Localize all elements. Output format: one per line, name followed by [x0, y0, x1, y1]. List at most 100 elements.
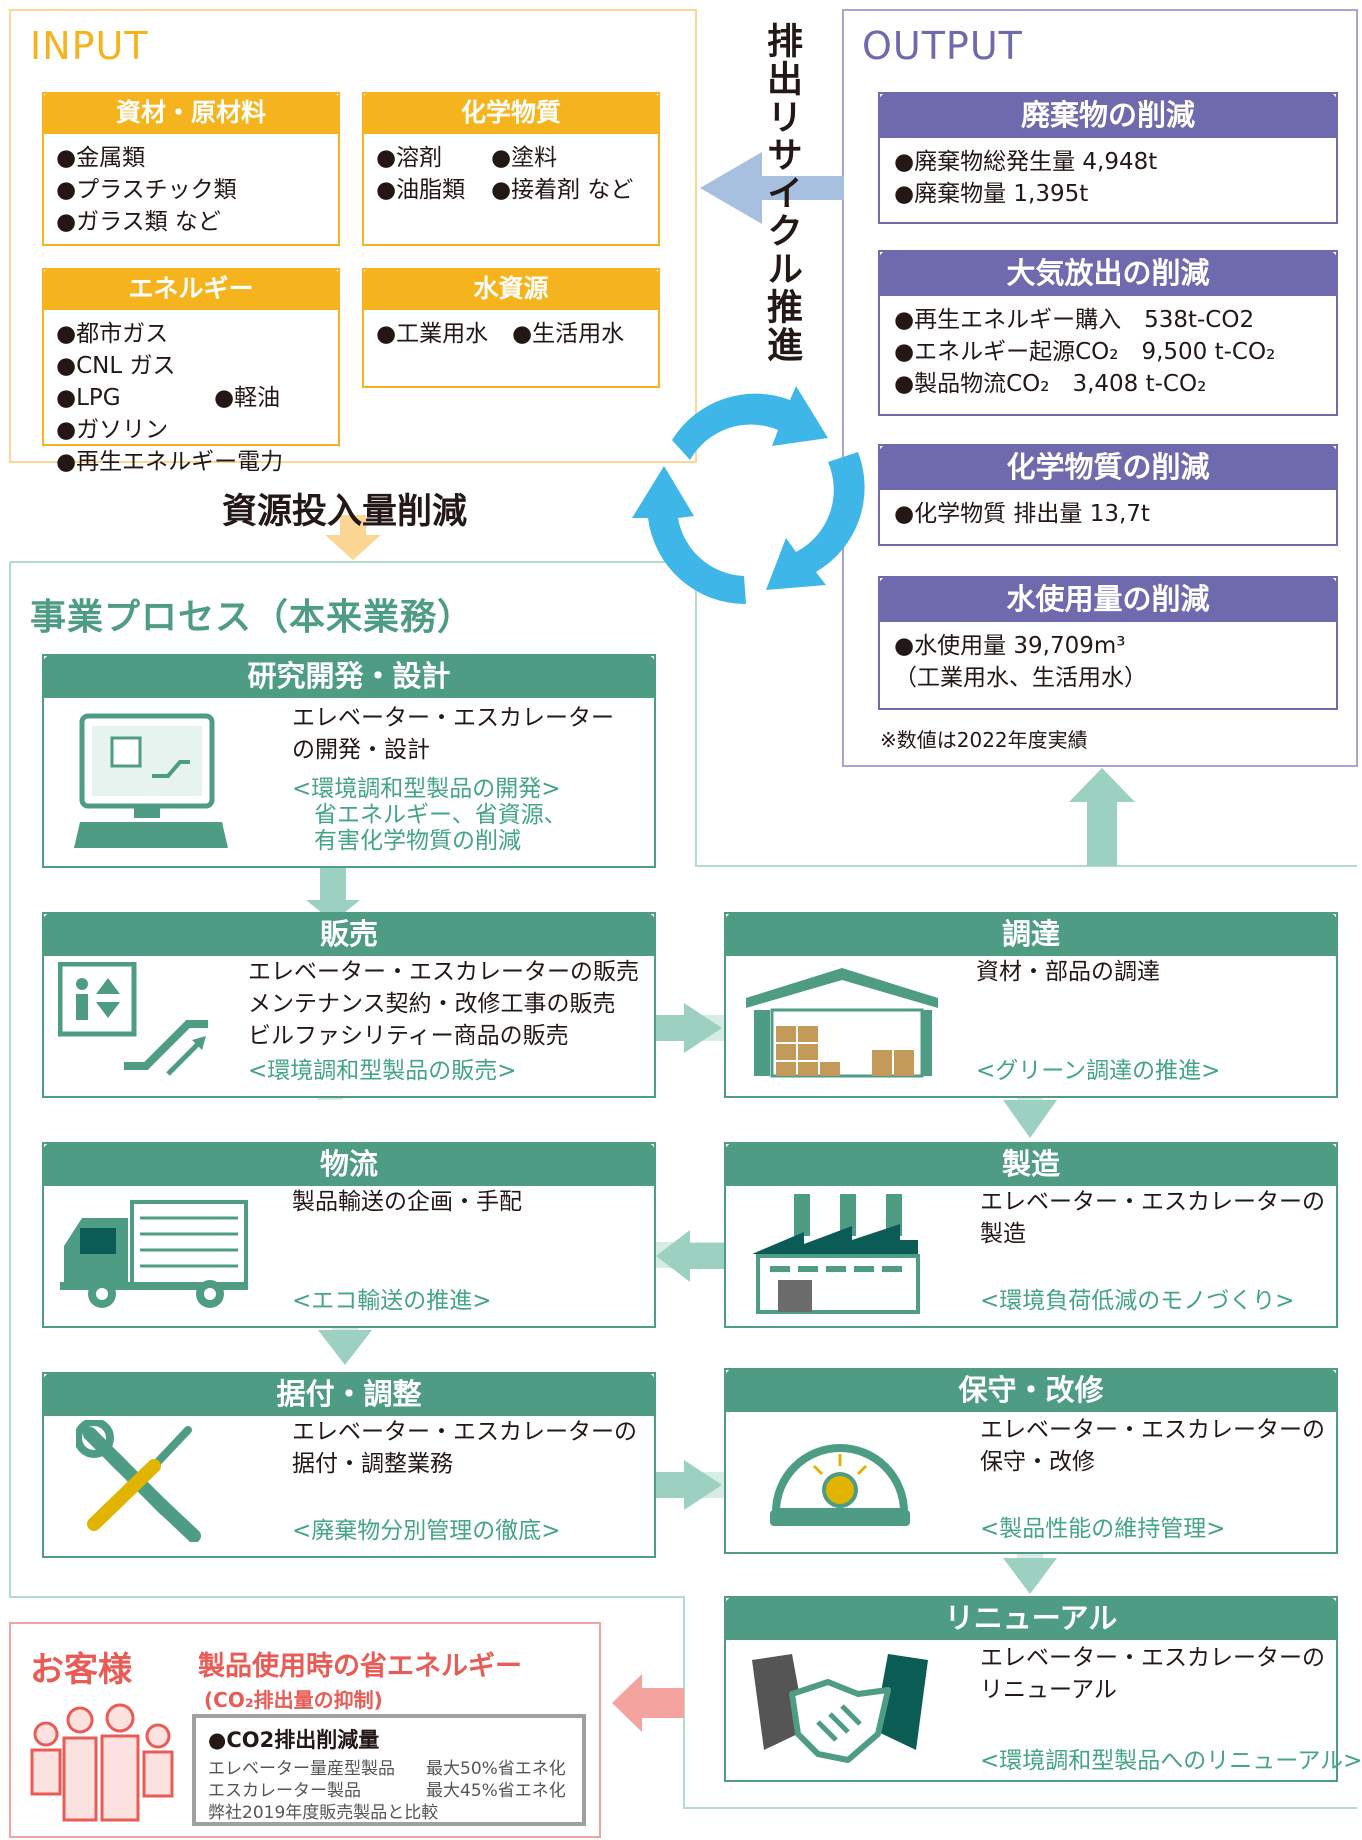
step-note: <廃棄物分別管理の徹底>	[292, 1518, 561, 1544]
step-title: 販売	[42, 912, 656, 956]
output-note: ※数値は2022年度実績	[880, 728, 1088, 752]
input-box-title: 資材・原材料	[42, 92, 340, 134]
output-box-waste: 廃棄物の削減 ●廃棄物総発生量 4,948t ●廃棄物量 1,395t	[878, 92, 1338, 224]
input-box-title: 化学物質	[362, 92, 660, 134]
step-text: リニューアル	[980, 1677, 1117, 1703]
customer-subheading: (CO₂排出量の抑制)	[204, 1688, 383, 1712]
step-title: 据付・調整	[42, 1372, 656, 1416]
input-item: ●ガソリン	[56, 417, 169, 443]
input-flow-label: 資源投入量削減	[222, 492, 468, 532]
output-box-title: 廃棄物の削減	[878, 92, 1338, 138]
input-item: ●軽油	[214, 385, 281, 411]
step-note: <環境負荷低減のモノづくり>	[980, 1288, 1295, 1314]
step-note: <製品性能の維持管理>	[980, 1516, 1226, 1542]
step-text: エレベーター・エスカレーターの	[980, 1645, 1325, 1671]
output-box-title: 大気放出の削減	[878, 250, 1338, 296]
step-text: 資材・部品の調達	[976, 959, 1160, 985]
output-box-title: 化学物質の削減	[878, 444, 1338, 490]
co2-row: エレベーター量産型製品 最大50%省エネ化	[208, 1754, 566, 1779]
step-title: 保守・改修	[724, 1368, 1338, 1412]
process-step-procure: 調達	[724, 912, 1338, 1098]
step-note: <環境調和型製品の販売>	[248, 1058, 517, 1084]
output-item: ●製品物流CO₂ 3,408 t-CO₂	[894, 371, 1207, 397]
output-item: ●化学物質 排出量 13,7t	[894, 501, 1150, 527]
step-text: エレベーター・エスカレーターの	[292, 1419, 637, 1445]
input-box-water: 水資源 ●工業用水 ●生活用水	[362, 268, 660, 388]
warehouse-icon	[746, 968, 938, 1078]
input-item: ●再生エネルギー電力	[56, 449, 284, 475]
step-text: エレベーター・エスカレーターの販売	[248, 959, 639, 985]
output-item: ●水使用量 39,709m³	[894, 633, 1126, 659]
input-item: ●溶剤	[376, 145, 443, 171]
input-item: ●油脂類	[376, 177, 466, 203]
wrench-screwdriver-icon	[76, 1420, 201, 1542]
co2-row-label: エスカレーター製品	[208, 1781, 361, 1801]
input-item: ●接着剤 など	[491, 177, 634, 203]
output-box-air: 大気放出の削減 ●再生エネルギー購入 538t-CO2 ●エネルギー起源CO₂ …	[878, 250, 1338, 416]
step-text: エレベーター・エスカレーターの	[980, 1189, 1325, 1215]
input-title: INPUT	[30, 24, 149, 68]
output-item: ●廃棄物総発生量 4,948t	[894, 149, 1158, 175]
co2-box-title: ●CO2排出削減量	[208, 1728, 380, 1752]
step-note: <環境調和型製品の開発>	[292, 776, 561, 802]
step-text: エレベーター・エスカレーター	[292, 705, 614, 731]
recycle-cycle-icon	[632, 386, 865, 605]
recycle-label: 排出リサイクル推進	[761, 22, 802, 364]
output-title: OUTPUT	[862, 24, 1023, 68]
input-item: ●金属類	[56, 145, 146, 171]
co2-reduction-box: ●CO2排出削減量 エレベーター量産型製品 最大50%省エネ化 エスカレーター製品…	[192, 1714, 586, 1826]
output-box-water: 水使用量の削減 ●水使用量 39,709m³ （工業用水、生活用水）	[878, 576, 1338, 710]
co2-row-label: エレベーター量産型製品	[208, 1759, 395, 1779]
process-step-install: 据付・調整	[42, 1372, 656, 1558]
step-note: <グリーン調達の推進>	[976, 1058, 1221, 1084]
step-note: <環境調和型製品へのリニューアル>	[980, 1748, 1362, 1774]
step-note: 省エネルギー、省資源、	[314, 802, 567, 828]
input-box-title: エネルギー	[42, 268, 340, 310]
process-title: 事業プロセス（本来業務）	[30, 597, 475, 638]
output-item: ●廃棄物量 1,395t	[894, 181, 1089, 207]
input-box-title: 水資源	[362, 268, 660, 310]
process-step-maintain: 保守・改修	[724, 1368, 1338, 1554]
customer-heading: 製品使用時の省エネルギー	[198, 1651, 522, 1682]
customer-title: お客様	[30, 1650, 132, 1690]
elevator-escalator-icon	[58, 962, 208, 1076]
output-item: （工業用水、生活用水）	[894, 665, 1147, 691]
output-box-chemical: 化学物質の削減 ●化学物質 排出量 13,7t	[878, 444, 1338, 546]
output-box-title: 水使用量の削減	[878, 576, 1338, 622]
step-title: 物流	[42, 1142, 656, 1186]
step-text: 製品輸送の企画・手配	[292, 1189, 522, 1215]
input-item: ●ガラス類 など	[56, 209, 221, 235]
step-note: 有害化学物質の削減	[314, 828, 521, 854]
step-title: 製造	[724, 1142, 1338, 1186]
input-item: ●都市ガス	[56, 321, 169, 347]
input-item: ●プラスチック類	[56, 177, 237, 203]
step-text: 製造	[980, 1221, 1026, 1247]
process-step-sales: 販売	[42, 912, 656, 1098]
co2-footnote: 弊社2019年度販売製品と比較	[208, 1803, 439, 1823]
truck-icon	[60, 1200, 248, 1308]
step-text: メンテナンス契約・改修工事の販売	[248, 991, 616, 1017]
customers-group-icon	[30, 1703, 174, 1822]
step-title: 調達	[724, 912, 1338, 956]
input-item: ●工業用水	[376, 321, 489, 347]
output-item: ●再生エネルギー購入 538t-CO2	[894, 307, 1255, 333]
input-box-energy: エネルギー ●都市ガス ●CNL ガス ●LPG ●軽油 ●ガソリン ●再生エネルギ…	[42, 268, 340, 475]
input-item: ●LPG	[56, 385, 121, 411]
input-item: ●生活用水	[512, 321, 625, 347]
step-note: <エコ輸送の推進>	[292, 1288, 492, 1314]
helmet-icon	[770, 1444, 910, 1526]
handshake-icon	[752, 1654, 928, 1763]
input-item: ●CNL ガス	[56, 353, 176, 379]
co2-row-value: 最大50%省エネ化	[426, 1759, 566, 1779]
output-item: ●エネルギー起源CO₂ 9,500 t-CO₂	[894, 339, 1276, 365]
step-text: エレベーター・エスカレーターの	[980, 1417, 1325, 1443]
step-title: 研究開発・設計	[42, 654, 656, 698]
step-text: の開発・設計	[292, 737, 430, 763]
co2-row-value: 最大45%省エネ化	[426, 1781, 566, 1801]
factory-icon	[752, 1194, 920, 1314]
step-text: 据付・調整業務	[292, 1451, 453, 1477]
input-box-materials: 資材・原材料 ●金属類 ●プラスチック類 ●ガラス類 など	[42, 92, 340, 246]
input-item: ●塗料	[491, 145, 558, 171]
input-box-chemicals: 化学物質 ●溶剤 ●塗料 ●油脂類 ●接着剤 など	[362, 92, 660, 246]
step-text: ビルファシリティー商品の販売	[248, 1023, 569, 1049]
